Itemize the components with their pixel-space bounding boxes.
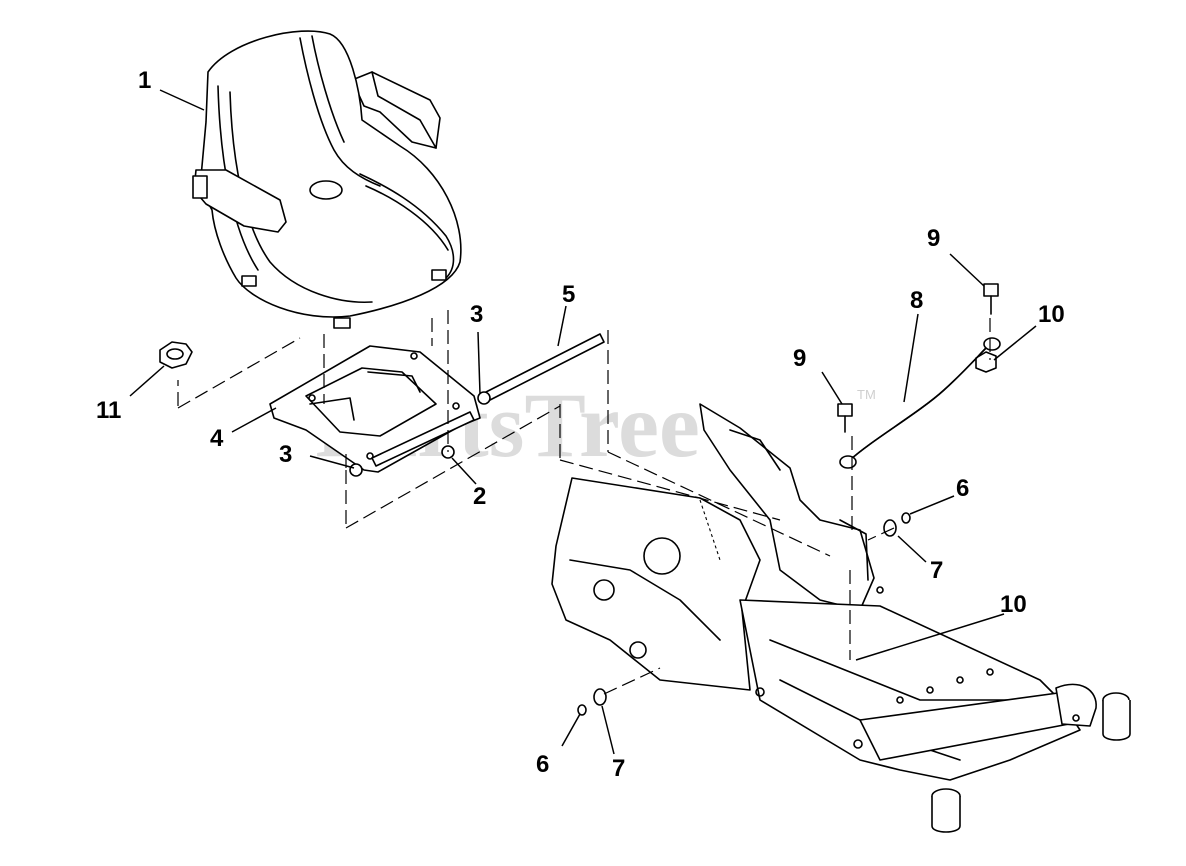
callout-4: 4	[210, 425, 224, 452]
callout-5: 5	[562, 281, 575, 308]
watermark-trademark: TM	[857, 387, 876, 402]
assembly-lines	[177, 310, 991, 695]
pivot-rod-part-5	[371, 333, 605, 467]
callout-3-upper: 3	[470, 301, 483, 328]
callout-9-lower: 9	[793, 345, 806, 372]
leader-lines	[129, 89, 1037, 755]
callout-6-left: 6	[536, 751, 549, 778]
callout-7-left: 7	[612, 755, 625, 782]
seat-part-1	[192, 30, 462, 329]
callout-6-right: 6	[956, 475, 969, 502]
ground-strap-part-8	[839, 337, 1001, 469]
callout-1: 1	[138, 67, 151, 94]
callout-8: 8	[910, 287, 923, 314]
callout-10-upper: 10	[1038, 301, 1065, 328]
callout-3-lower: 3	[279, 441, 292, 468]
callout-2: 2	[473, 483, 486, 510]
callout-labels: 1 2 3 3 4 5 6 6 7 7 8 9 9 10 10 11	[96, 67, 1065, 782]
tractor-frame	[551, 403, 1131, 833]
callout-11: 11	[96, 397, 121, 424]
callout-7-right: 7	[930, 557, 943, 584]
callout-9-upper: 9	[927, 225, 940, 252]
callout-10-lower: 10	[1000, 591, 1027, 618]
